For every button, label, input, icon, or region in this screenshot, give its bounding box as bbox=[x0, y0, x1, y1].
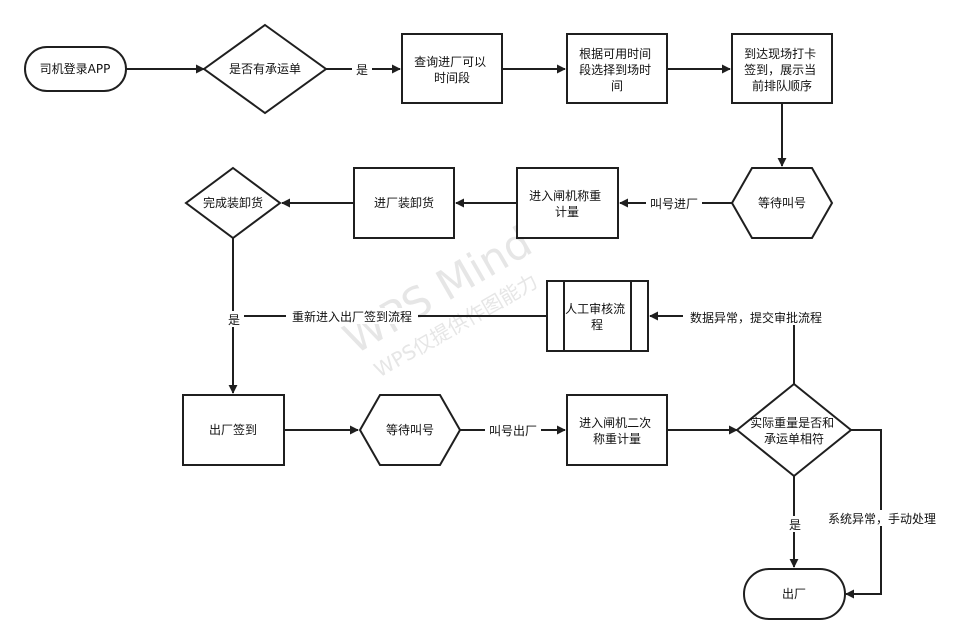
node-query-entry-time: 查询进厂可以 时间段 bbox=[401, 33, 503, 104]
edge-label-text: 叫号进厂 bbox=[650, 197, 698, 211]
node-text: 出厂签到 bbox=[209, 422, 257, 437]
node-text-line: 计量 bbox=[555, 205, 579, 219]
node-text-line: 查询进厂可以 bbox=[414, 55, 486, 69]
node-text-line: 司机登录APP bbox=[40, 61, 111, 76]
node-exit-signin: 出厂签到 bbox=[182, 394, 285, 466]
node-wait-call-entry: 等待叫号 bbox=[730, 167, 834, 239]
node-text: 查询进厂可以 时间段 bbox=[414, 55, 490, 85]
node-text-line: 进入闸机二次 bbox=[579, 416, 651, 430]
node-text-line: 是否有承运单 bbox=[229, 62, 301, 76]
node-gate-weigh-exit: 进入闸机二次 称重计量 bbox=[566, 394, 668, 466]
edge-match-to-review bbox=[649, 311, 795, 384]
node-text: 进入闸机二次 称重计量 bbox=[579, 416, 655, 446]
node-text: 到达现场打卡 签到，展示当 前排队顺序 bbox=[744, 47, 820, 93]
node-text: 司机登录APP bbox=[40, 61, 111, 76]
node-text-line: 实际重量是否和 bbox=[750, 415, 834, 430]
edge-label-system-error: 系统异常，手动处理 bbox=[822, 510, 942, 526]
edge-label-text: 是 bbox=[228, 313, 240, 327]
node-text: 实际重量是否和 承运单相符 bbox=[750, 415, 838, 446]
node-text-line: 承运单相符 bbox=[764, 431, 824, 446]
edge-label-text: 是 bbox=[789, 518, 801, 532]
node-text: 完成装卸货 bbox=[203, 195, 263, 210]
node-text: 根据可用时间 段选择到场时 间 bbox=[579, 47, 655, 93]
node-text: 进厂装卸货 bbox=[374, 195, 434, 210]
node-text-line: 等待叫号 bbox=[386, 423, 434, 437]
edge-label-call-enter: 叫号进厂 bbox=[646, 195, 702, 211]
node-text-line: 到达现场打卡 bbox=[744, 47, 816, 61]
edge-labels: 是 叫号进厂 是 重新进入出厂签到流程 叫号出厂 数据异常，提交审批流程 是 bbox=[224, 61, 942, 532]
node-text-line: 根据可用时间 bbox=[579, 47, 651, 61]
node-text-line: 等待叫号 bbox=[758, 196, 806, 210]
node-load-unload: 进厂装卸货 bbox=[353, 167, 455, 239]
edge-label-order-yes: 是 bbox=[352, 61, 372, 77]
node-text-line: 签到，展示当 bbox=[744, 62, 816, 77]
node-wait-call-exit: 等待叫号 bbox=[358, 394, 462, 466]
node-text: 等待叫号 bbox=[386, 423, 434, 437]
node-unload-complete-decision: 完成装卸货 bbox=[184, 166, 282, 240]
node-gate-weigh-entry: 进入闸机称重 计量 bbox=[516, 167, 619, 239]
node-text: 人工审核流 程 bbox=[565, 301, 629, 332]
node-choose-arrival-time: 根据可用时间 段选择到场时 间 bbox=[566, 33, 668, 104]
node-has-waybill-decision: 是否有承运单 bbox=[202, 23, 328, 115]
edge-label-text: 重新进入出厂签到流程 bbox=[292, 309, 412, 324]
node-text-line: 间 bbox=[611, 79, 623, 93]
edge-label-text: 是 bbox=[356, 63, 368, 77]
node-text-line: 称重计量 bbox=[593, 432, 641, 446]
edge-label-text: 系统异常，手动处理 bbox=[828, 512, 936, 526]
node-text: 出厂 bbox=[782, 587, 806, 601]
node-text-line: 时间段 bbox=[434, 70, 470, 85]
edges bbox=[126, 64, 882, 599]
node-text: 进入闸机称重 计量 bbox=[529, 189, 605, 219]
node-text: 是否有承运单 bbox=[229, 62, 301, 76]
node-text-line: 程 bbox=[591, 317, 603, 332]
edge-label-done-yes: 是 bbox=[224, 311, 244, 327]
node-text-line: 完成装卸货 bbox=[203, 195, 263, 210]
watermark: WPS Mind WPS仅提供作图能力 bbox=[335, 217, 541, 382]
node-text-line: 出厂签到 bbox=[209, 422, 257, 437]
node-weight-match-decision: 实际重量是否和 承运单相符 bbox=[735, 382, 853, 478]
node-text-line: 前排队顺序 bbox=[752, 78, 812, 93]
edge-label-text: 数据异常，提交审批流程 bbox=[690, 310, 822, 325]
node-manual-review: 人工审核流 程 bbox=[546, 280, 649, 352]
edge-label-text: 叫号出厂 bbox=[489, 424, 537, 438]
node-text-line: 出厂 bbox=[782, 587, 806, 601]
nodes: 司机登录APP 是否有承运单 查询进厂可以 时间段 根据可用时间 段选择到场时 … bbox=[24, 23, 853, 620]
node-driver-login: 司机登录APP bbox=[24, 46, 127, 92]
node-text-line: 进厂装卸货 bbox=[374, 195, 434, 210]
node-text: 等待叫号 bbox=[758, 196, 806, 210]
node-text-line: 段选择到场时 bbox=[579, 62, 651, 77]
node-text-line: 人工审核流 bbox=[565, 301, 625, 316]
edge-label-reentry: 重新进入出厂签到流程 bbox=[286, 308, 418, 324]
node-text-line: 进入闸机称重 bbox=[529, 189, 601, 203]
node-exit-factory: 出厂 bbox=[743, 568, 846, 620]
node-onsite-checkin: 到达现场打卡 签到，展示当 前排队顺序 bbox=[731, 33, 833, 104]
edge-label-match-yes: 是 bbox=[785, 516, 805, 532]
edge-label-call-exit: 叫号出厂 bbox=[485, 422, 541, 438]
edge-label-data-error: 数据异常，提交审批流程 bbox=[683, 309, 829, 325]
